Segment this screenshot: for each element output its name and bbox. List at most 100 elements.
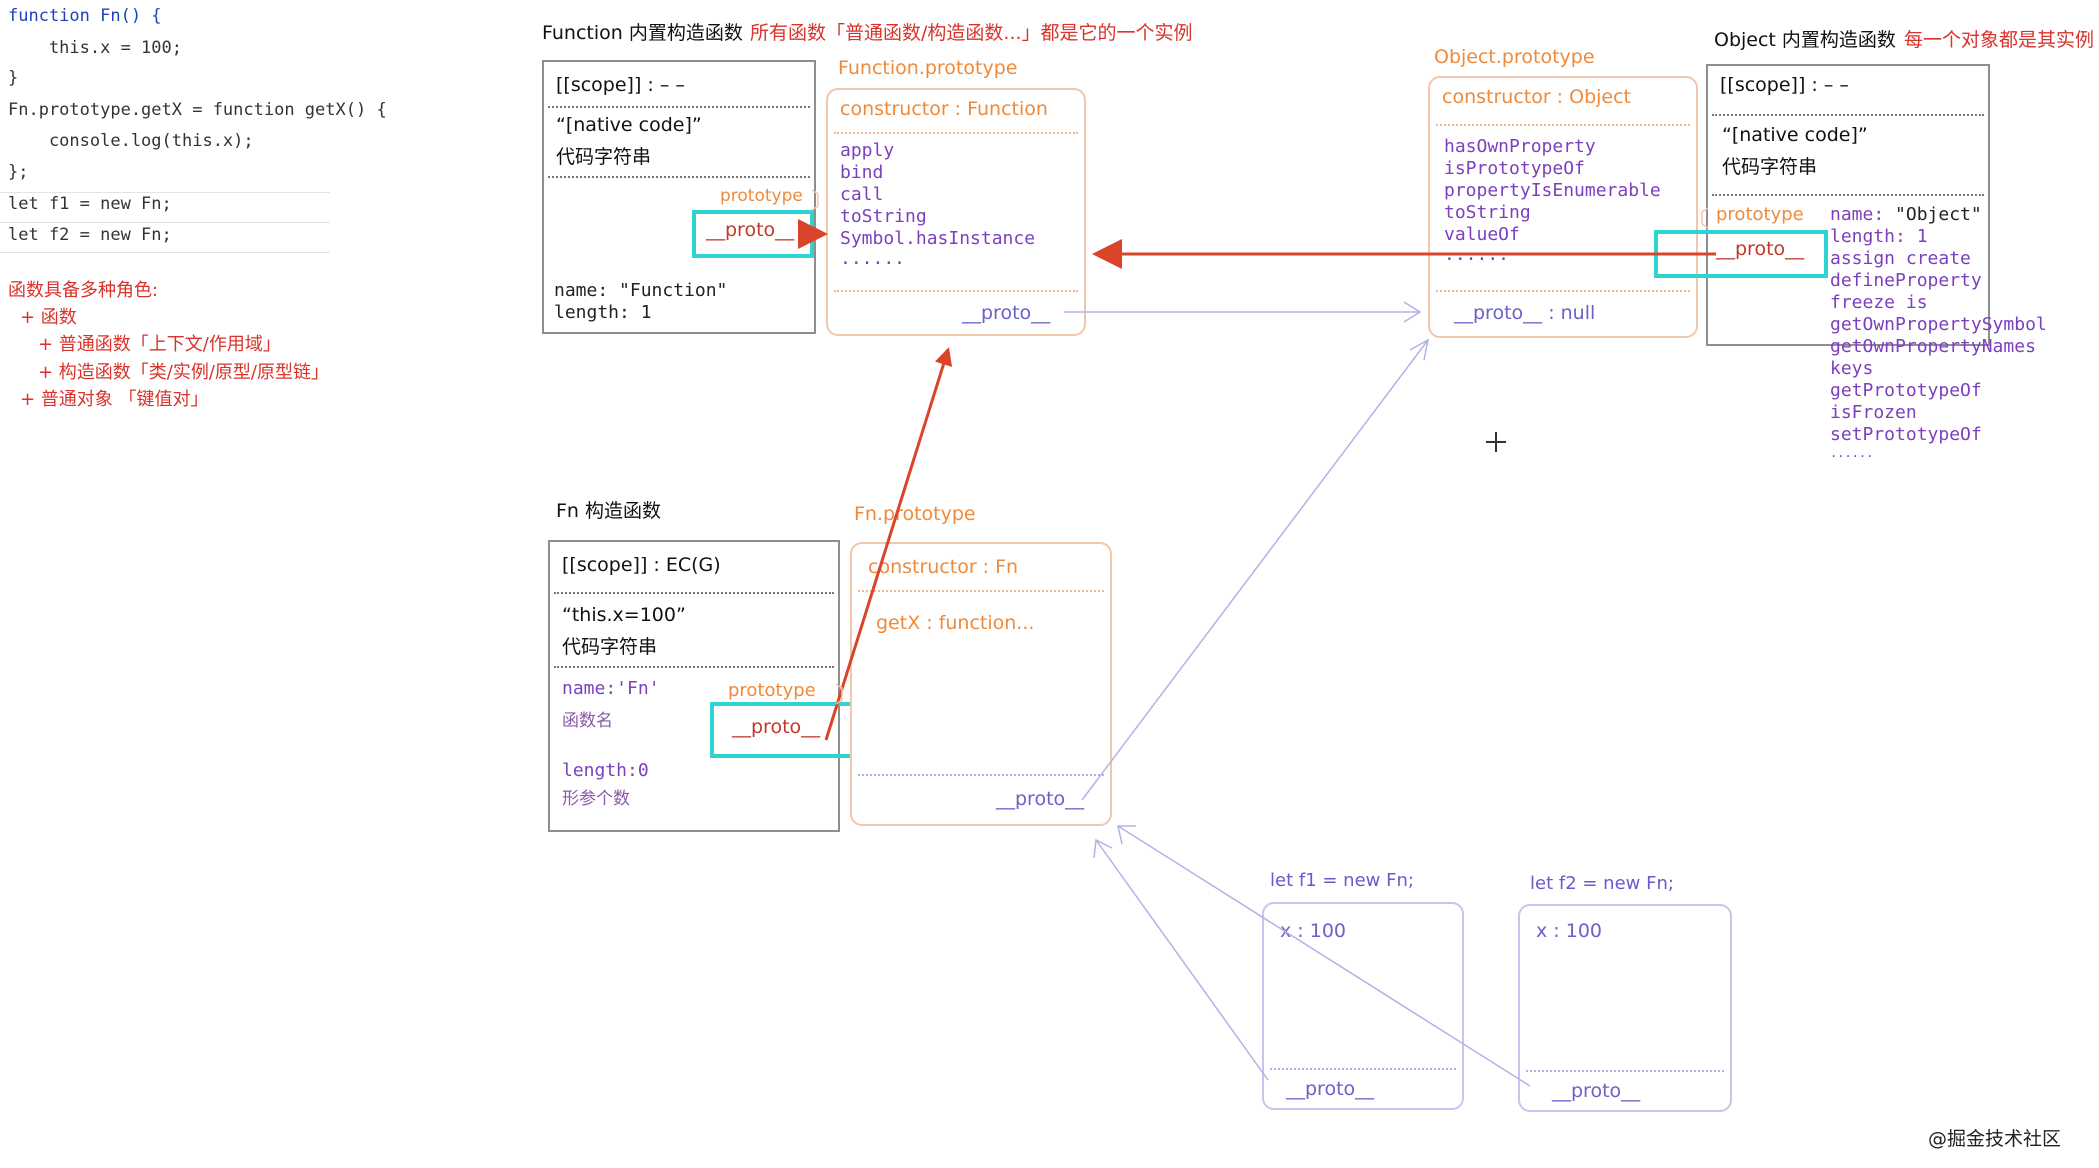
object-prop: getPrototypeOf xyxy=(1830,380,1982,401)
object-prototype-title: Object.prototype xyxy=(1434,46,1595,68)
code-line-8: let f2 = new Fn; xyxy=(8,225,172,245)
prototype-link-marker xyxy=(811,189,819,211)
object-prop: freeze is xyxy=(1830,292,1928,313)
function-length: length: 1 xyxy=(554,302,652,323)
divider xyxy=(1270,1068,1456,1070)
fn-code-string: 代码字符串 xyxy=(562,636,658,658)
method-item: hasOwnProperty xyxy=(1444,136,1596,157)
function-code-string: 代码字符串 xyxy=(556,146,652,168)
arrow-head xyxy=(1403,301,1422,323)
code-line-2: this.x = 100; xyxy=(8,38,182,58)
fn-length-desc: 形参个数 xyxy=(562,789,630,809)
divider xyxy=(554,666,834,668)
function-proto-label: __proto__ xyxy=(706,219,795,241)
code-line-6: }; xyxy=(8,162,29,182)
arrow-head xyxy=(1117,825,1136,845)
role-item: + 普通函数「上下文/作用域」 xyxy=(38,334,281,355)
divider xyxy=(554,592,834,594)
method-item: toString xyxy=(1444,202,1531,223)
f1-box: x : 100 __proto__ xyxy=(1262,902,1464,1110)
arrow-fn-prototype-proto xyxy=(1081,339,1429,801)
object-ctor-box: [[scope]] : – – “[native code]” 代码字符串 pr… xyxy=(1706,64,1990,346)
object-prop: isFrozen xyxy=(1830,402,1917,423)
function-prototype-proto: __proto__ xyxy=(962,302,1051,324)
arrow-fn-proto xyxy=(824,347,953,741)
f2-proto: __proto__ xyxy=(1552,1080,1641,1102)
divider xyxy=(858,774,1104,776)
object-prop: ...... xyxy=(1830,446,1874,460)
code-line-7: let f1 = new Fn; xyxy=(8,194,172,214)
object-prop: getOwnPropertySymbol xyxy=(1830,314,2047,335)
fn-prototype-box: constructor : Fn getX : function... __pr… xyxy=(850,542,1112,826)
function-prototype-title: Function.prototype xyxy=(838,57,1018,79)
method-item: valueOf xyxy=(1444,224,1520,245)
method-item: propertyIsEnumerable xyxy=(1444,180,1661,201)
prototype-link-marker xyxy=(1701,207,1709,229)
code-separator xyxy=(0,222,330,223)
fn-prototype-title: Fn.prototype xyxy=(854,503,976,525)
f1-title: let f1 = new Fn; xyxy=(1270,870,1414,891)
object-prop: defineProperty xyxy=(1830,270,1982,291)
divider xyxy=(548,176,810,178)
object-prop: keys xyxy=(1830,358,1874,379)
code-separator xyxy=(0,192,330,193)
object-prop: assign create xyxy=(1830,248,1971,269)
fn-prototype-constructor: constructor : Fn xyxy=(868,556,1019,578)
object-prototype-box: constructor : Object hasOwnProperty isPr… xyxy=(1428,76,1698,338)
function-prototype-constructor: constructor : Function xyxy=(840,98,1048,120)
fn-length: length:0 xyxy=(562,760,649,781)
divider xyxy=(834,132,1078,134)
function-ctor-box: [[scope]] : – – “[native code]” 代码字符串 pr… xyxy=(542,60,816,334)
cursor-crosshair-icon xyxy=(1486,432,1506,452)
divider xyxy=(858,590,1104,592)
arrow-head xyxy=(1093,838,1113,859)
function-native-code: “[native code]” xyxy=(556,114,702,136)
object-ctor-title: Object 内置构造函数 xyxy=(1714,29,1896,51)
f2-x: x : 100 xyxy=(1536,920,1602,942)
divider xyxy=(1712,114,1984,116)
fn-proto-label: __proto__ xyxy=(732,716,821,738)
watermark: @掘金技术社区 xyxy=(1928,1128,2062,1150)
object-prop: setPrototypeOf xyxy=(1830,424,1982,445)
ellipsis: ...... xyxy=(840,248,906,269)
role-item: + 函数 xyxy=(20,307,77,328)
method-item: call xyxy=(840,184,884,205)
object-code-string: 代码字符串 xyxy=(1722,156,1818,178)
object-prop: length: 1 xyxy=(1830,226,1928,247)
f1-proto: __proto__ xyxy=(1286,1078,1375,1100)
fn-this-code: “this.x=100” xyxy=(562,604,686,626)
fn-scope: [[scope]] : EC(G) xyxy=(562,554,721,576)
function-ctor-title: Function 内置构造函数 xyxy=(542,22,743,44)
prototype-link-marker xyxy=(835,683,843,705)
object-prototype-label: prototype xyxy=(1716,204,1804,225)
f2-box: x : 100 __proto__ xyxy=(1518,904,1732,1112)
object-prototype-proto: __proto__ : null xyxy=(1454,302,1596,324)
object-proto-label: __proto__ xyxy=(1716,238,1805,260)
roles-heading: 函数具备多种角色: xyxy=(8,280,159,301)
fn-name: name:'Fn' xyxy=(562,678,660,699)
f2-title: let f2 = new Fn; xyxy=(1530,873,1674,894)
fn-prototype-label: prototype xyxy=(728,680,816,701)
arrow-f2-proto xyxy=(1117,825,1531,1087)
code-line-1: function Fn() { xyxy=(8,6,162,26)
object-prototype-constructor: constructor : Object xyxy=(1442,86,1632,108)
divider xyxy=(548,106,810,108)
divider xyxy=(1526,1070,1724,1072)
divider xyxy=(1436,290,1690,292)
method-item: isPrototypeOf xyxy=(1444,158,1585,179)
function-name: name: "Function" xyxy=(554,280,728,301)
object-prop: getOwnPropertyNames xyxy=(1830,336,2036,357)
arrow-f1-proto xyxy=(1095,839,1269,1081)
fn-ctor-box: [[scope]] : EC(G) “this.x=100” 代码字符串 nam… xyxy=(548,540,840,832)
method-item: apply xyxy=(840,140,895,161)
divider xyxy=(1712,194,1984,196)
code-line-5: console.log(this.x); xyxy=(8,131,254,151)
fn-ctor-title: Fn 构造函数 xyxy=(556,500,662,522)
divider xyxy=(834,290,1078,292)
function-scope: [[scope]] : – – xyxy=(556,74,685,96)
object-native-code: “[native code]” xyxy=(1722,124,1868,146)
f1-x: x : 100 xyxy=(1280,920,1346,942)
fn-prototype-proto: __proto__ xyxy=(996,788,1085,810)
function-prototype-label: prototype xyxy=(720,186,803,206)
